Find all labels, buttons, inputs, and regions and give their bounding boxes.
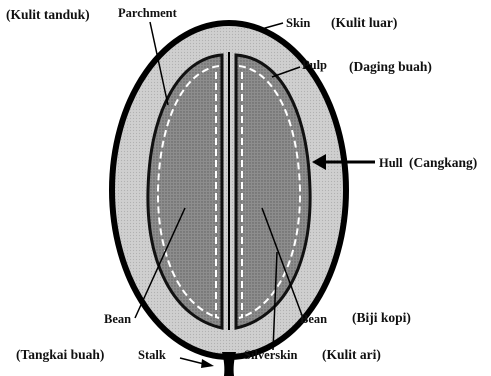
stalk-shape [222,352,236,376]
stalk-arrow-line [180,358,204,364]
label-stalk: Stalk [138,348,166,362]
label-pulp: Pulp [302,58,327,72]
label-kulit-tanduk: (Kulit tanduk) [6,7,90,22]
label-silverskin: Silverskin [244,348,298,362]
label-biji-kopi: (Biji kopi) [352,310,411,325]
label-daging-buah: (Daging buah) [349,59,432,74]
label-parchment: Parchment [118,6,178,20]
label-tangkai-buah: (Tangkai buah) [16,347,104,362]
label-kulit-luar: (Kulit luar) [331,15,397,30]
label-bean-right: Bean [300,312,327,326]
label-bean-left: Bean [104,312,131,326]
label-hull: Hull [379,156,403,170]
stalk-arrow-head [201,359,214,368]
label-skin: Skin [286,16,310,30]
label-kulit-ari: (Kulit ari) [322,347,381,362]
label-cangkang: (Cangkang) [409,155,477,170]
